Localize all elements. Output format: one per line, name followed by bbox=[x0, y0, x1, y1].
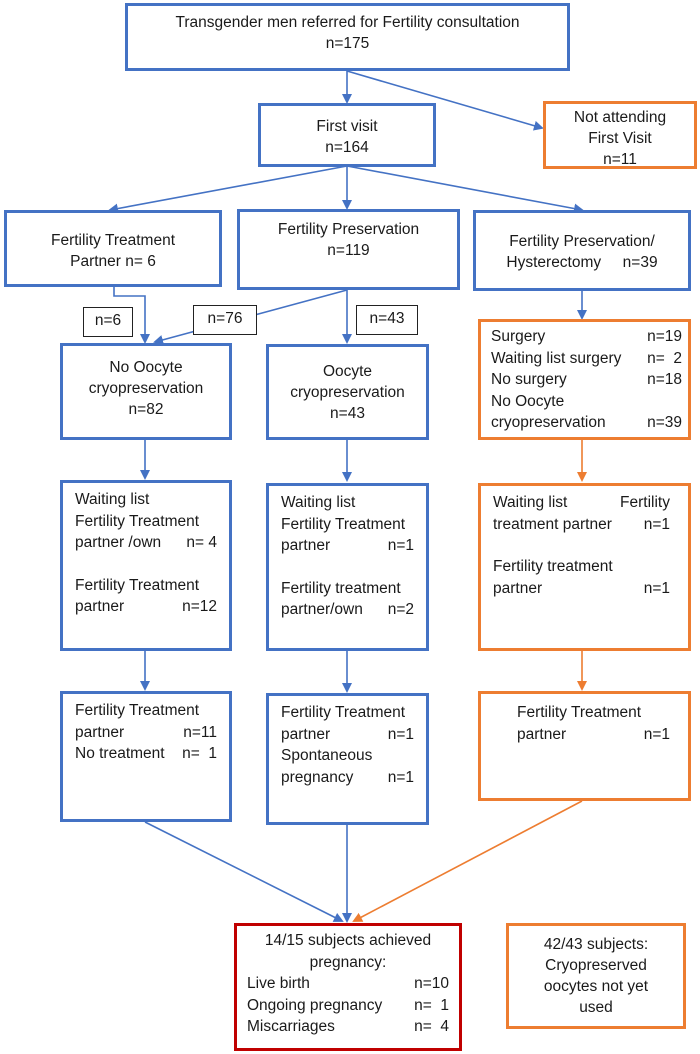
wl-left-line4: Fertility Treatment bbox=[75, 576, 200, 594]
cryo-unused-box: 42/43 subjects: Cryopreserved oocytes no… bbox=[506, 923, 686, 1029]
not-attending-line1: Not attending bbox=[573, 109, 667, 126]
waiting-list-mid-box: Waiting list Fertility Treatment partner… bbox=[266, 483, 429, 651]
ft-partner-line1: Fertility Treatment bbox=[50, 232, 176, 249]
no-oocyte-count: n=82 bbox=[128, 401, 164, 418]
wl-right-line3: Fertility treatment bbox=[493, 558, 613, 575]
no-oocyte-row: No Oocyte bbox=[491, 392, 565, 410]
no-oocyte-line1: No Oocyte bbox=[109, 359, 183, 376]
ft-mid-line1: Fertility Treatment bbox=[281, 704, 406, 721]
ft-right-line1: Fertility Treatment bbox=[517, 704, 642, 721]
referred-count: n=175 bbox=[325, 35, 370, 52]
not-attending-box: Not attending First Visit n=11 bbox=[543, 101, 697, 169]
no-oocyte-line2: cryopreservation bbox=[88, 380, 204, 397]
ft-mid-line3: Spontaneous bbox=[281, 747, 373, 764]
fp-line2: n=119 bbox=[327, 242, 370, 259]
first-visit-box: First visit n=164 bbox=[258, 103, 436, 167]
fp-hyst-line1: Fertility Preservation/ bbox=[509, 233, 655, 250]
fertility-preservation-box: Fertility Preservation n=119 bbox=[237, 209, 460, 290]
cryo-unused-line1: 42/43 subjects: bbox=[543, 936, 649, 953]
oocyte-line1: Oocyte bbox=[322, 363, 373, 380]
ft-left-line1: Fertility Treatment bbox=[75, 702, 200, 719]
first-visit-title: First visit bbox=[316, 118, 378, 135]
fp-hyst-line2: Hysterectomy n=39 bbox=[506, 254, 658, 271]
oocyte-line2: cryopreservation bbox=[290, 384, 405, 401]
wl-mid-line1: Waiting list bbox=[281, 494, 356, 511]
fertility-treatment-partner-box: Fertility Treatment Partner n= 6 bbox=[4, 210, 222, 287]
not-attending-line2: First Visit bbox=[588, 130, 652, 147]
edge-label-n43: n=43 bbox=[356, 305, 418, 335]
cryo-unused-line2: Cryopreserved bbox=[545, 957, 647, 974]
referred-title: Transgender men referred for Fertility c… bbox=[175, 14, 520, 31]
fp-line1: Fertility Preservation bbox=[277, 221, 420, 238]
wl-mid-line2: Fertility Treatment bbox=[281, 515, 406, 533]
ft-partner-line2: Partner n= 6 bbox=[70, 253, 156, 270]
edge-label-n6: n=6 bbox=[83, 307, 133, 337]
wl-left-line2: Fertility Treatment bbox=[75, 512, 200, 530]
first-visit-count: n=164 bbox=[325, 139, 369, 156]
outcome-line2: pregnancy: bbox=[309, 953, 387, 971]
fp-hysterectomy-box: Fertility Preservation/ Hysterectomy n=3… bbox=[473, 210, 691, 291]
wl-left-line1: Waiting list bbox=[75, 491, 150, 508]
cryo-unused-line3: oocytes not yet bbox=[543, 978, 649, 995]
cryo-unused-line4: used bbox=[579, 999, 613, 1016]
oocyte-count: n=43 bbox=[330, 405, 365, 422]
outcome-line1: 14/15 subjects achieved bbox=[264, 932, 432, 949]
not-attending-count: n=11 bbox=[603, 151, 637, 168]
referred-box: Transgender men referred for Fertility c… bbox=[125, 3, 570, 71]
waiting-list-left-box: Waiting list Fertility Treatment partner… bbox=[60, 480, 232, 651]
edge-label-n76: n=76 bbox=[193, 305, 257, 335]
no-oocyte-cryo-box: No Oocyte cryopreservation n=82 bbox=[60, 343, 232, 440]
wl-mid-line4: Fertility treatment bbox=[281, 579, 401, 597]
oocyte-cryo-box: Oocyte cryopreservation n=43 bbox=[266, 344, 429, 440]
outcome-pregnancy-box: 14/15 subjects achieved pregnancy: Live … bbox=[234, 923, 462, 1051]
